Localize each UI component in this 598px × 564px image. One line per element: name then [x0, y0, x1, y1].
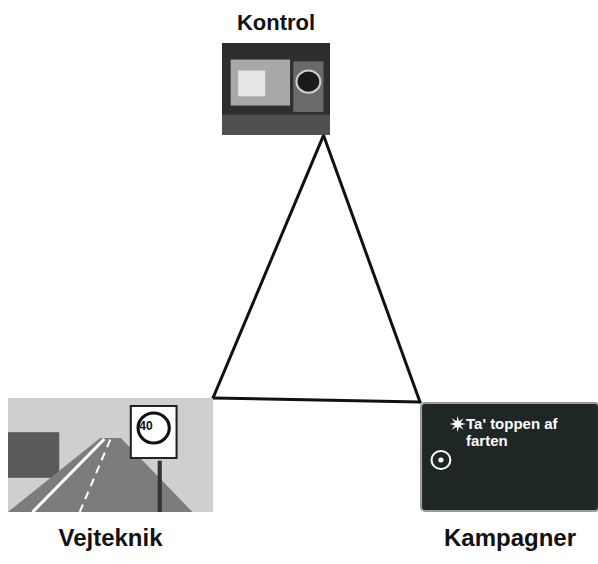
campaign-slogan: Ta' toppen af farten — [466, 416, 588, 449]
star-symbol — [449, 416, 466, 432]
picture-svg — [8, 398, 213, 512]
lane-line — [33, 439, 105, 512]
campaign-banner — [421, 403, 598, 511]
triangle-side — [213, 135, 324, 398]
trees — [8, 432, 59, 478]
image-node: Vejteknik — [8, 398, 213, 552]
sign-number: 40 — [131, 420, 161, 433]
camera-lens — [296, 71, 320, 93]
node-label: Kampagner — [420, 524, 598, 552]
lane-line — [80, 439, 111, 512]
node-label: Kontrol — [222, 10, 330, 35]
triangle-side — [213, 398, 420, 402]
triangle-side — [324, 135, 420, 402]
window-area — [231, 60, 290, 106]
node-label: Vejteknik — [8, 524, 213, 552]
node-picture — [8, 398, 213, 512]
sky — [8, 398, 213, 512]
picture-svg — [222, 43, 330, 135]
dashboard — [222, 115, 330, 135]
camera-body — [293, 62, 323, 113]
zone-sign — [131, 406, 177, 458]
photo-ground — [222, 43, 330, 135]
circle-dot — [438, 458, 443, 463]
node-picture — [222, 43, 330, 135]
image-node: Kontrol — [222, 10, 330, 135]
sign-post — [158, 461, 162, 512]
circle-icon — [432, 451, 451, 469]
camera-screen — [238, 71, 265, 97]
